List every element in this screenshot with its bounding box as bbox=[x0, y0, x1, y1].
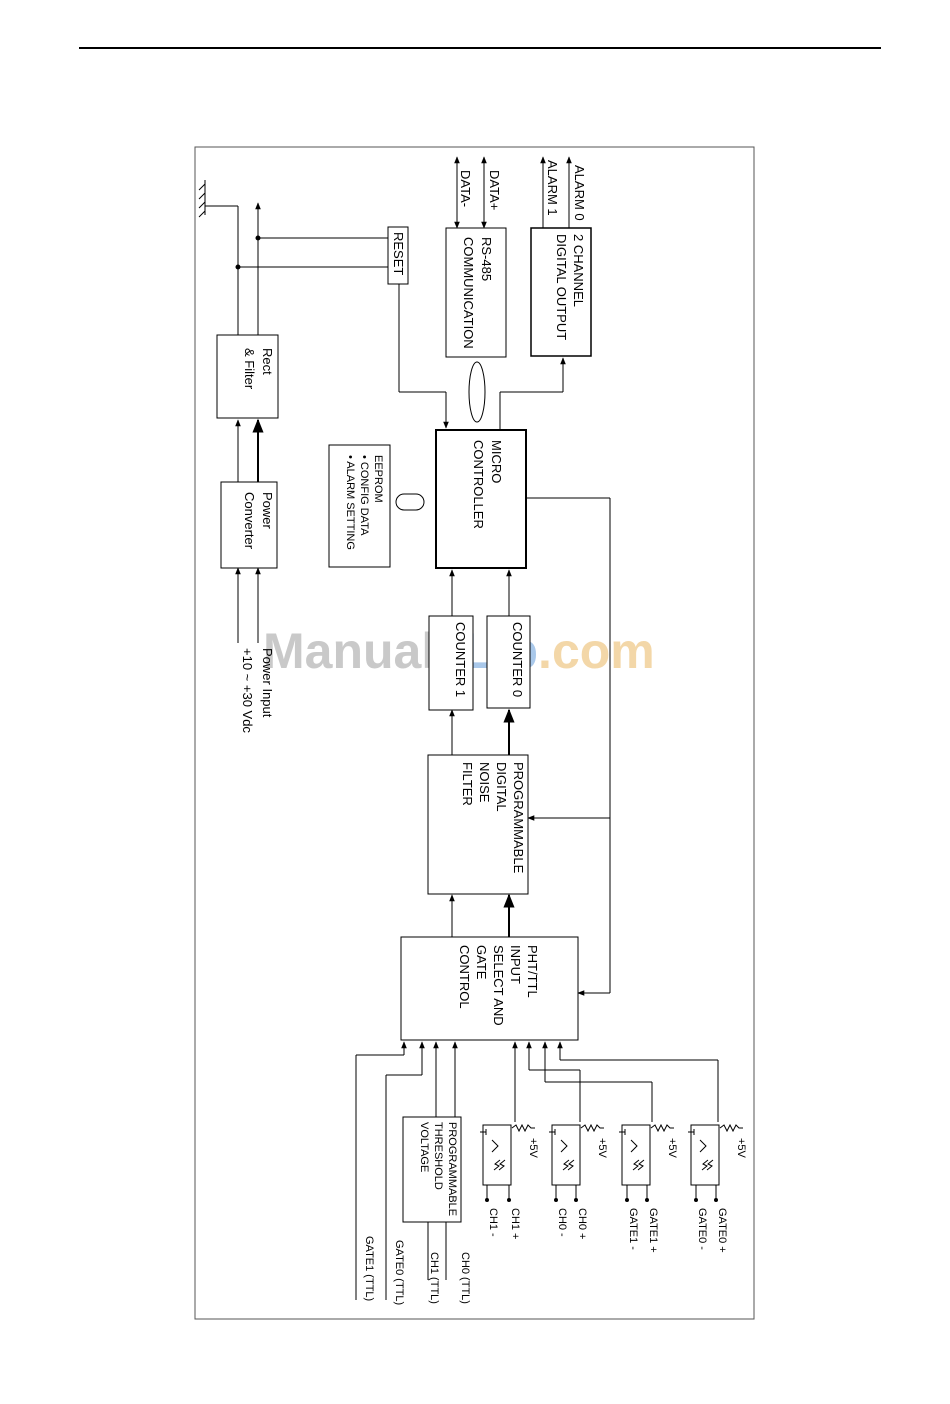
photocoupler-gate1-icon bbox=[619, 1124, 651, 1186]
page-top-rule bbox=[79, 47, 881, 49]
rect-filter-label-2: & Filter bbox=[242, 348, 257, 390]
labels: Rect & Filter Power Converter Power Inpu… bbox=[240, 160, 747, 1305]
power-converter-label-2: Converter bbox=[242, 492, 257, 550]
rect-filter-label-1: Rect bbox=[260, 348, 275, 375]
noise-filter-label-4: FILTER bbox=[460, 762, 475, 806]
ch1-ttl-label: CH1 (TTL) bbox=[428, 1252, 440, 1304]
ch0-plus-label: CH0 + bbox=[576, 1208, 588, 1240]
power-converter-box bbox=[220, 481, 278, 569]
data-plus-label: DATA+ bbox=[487, 170, 502, 210]
digital-output-label-1: 2 CHANNEL bbox=[571, 234, 586, 307]
threshold-label-2: THRESHOLD bbox=[432, 1122, 444, 1190]
power-converter-label-1: Power bbox=[260, 492, 275, 530]
resistor-icon bbox=[719, 1123, 743, 1133]
counter0-box bbox=[486, 615, 531, 709]
noise-filter-box bbox=[427, 754, 529, 895]
reset-box bbox=[387, 226, 409, 285]
resistor-icon bbox=[511, 1123, 535, 1133]
counter0-label: COUNTER 0 bbox=[510, 622, 525, 697]
alarm0-label: ALARM 0 bbox=[572, 165, 587, 221]
pin-dots bbox=[485, 1198, 718, 1202]
counter1-box bbox=[428, 615, 474, 711]
rect-filter-box bbox=[216, 334, 279, 419]
ground-icon bbox=[198, 180, 238, 218]
supply-label: +5V bbox=[596, 1138, 608, 1159]
resistor-icon bbox=[580, 1123, 604, 1133]
digital-output-box bbox=[530, 227, 592, 357]
input-select-label-2: INPUT bbox=[508, 945, 523, 984]
photocoupler-ch1-icon bbox=[480, 1124, 512, 1186]
rs485-label-1: RS-485 bbox=[479, 237, 494, 281]
gate1-minus-label: GATE1 - bbox=[627, 1208, 639, 1250]
gate0-minus-label: GATE0 - bbox=[696, 1208, 708, 1250]
input-select-label-3: SELECT AND bbox=[491, 945, 506, 1026]
threshold-label-3: VOLTAGE bbox=[418, 1122, 430, 1172]
photocoupler-gate0-icon bbox=[688, 1124, 720, 1186]
supply-label: +5V bbox=[666, 1138, 678, 1159]
input-select-label-4: GATE bbox=[474, 945, 489, 980]
gate0-plus-label: GATE0 + bbox=[716, 1208, 728, 1253]
gate1-plus-label: GATE1 + bbox=[647, 1208, 659, 1253]
threshold-box bbox=[402, 1116, 462, 1223]
eeprom-label-1: EEPROM bbox=[372, 455, 384, 503]
photocoupler-ch0-icon bbox=[549, 1124, 581, 1186]
supply-label: +5V bbox=[735, 1138, 747, 1159]
alarm1-label: ALARM 1 bbox=[545, 160, 560, 216]
noise-filter-label-3: NOISE bbox=[477, 762, 492, 803]
noise-filter-label-1: PROGRAMMABLE bbox=[511, 762, 526, 874]
noise-filter-label-2: DIGITAL bbox=[494, 762, 509, 812]
power-input-label: Power Input bbox=[260, 648, 275, 718]
gate0-ttl-label: GATE0 (TTL) bbox=[393, 1240, 405, 1305]
microcontroller-label-1: MICRO bbox=[489, 440, 504, 483]
ch1-minus-label: CH1 - bbox=[487, 1208, 499, 1237]
eeprom-box bbox=[328, 444, 391, 568]
counter1-label: COUNTER 1 bbox=[453, 622, 468, 697]
photocouplers bbox=[480, 1123, 743, 1186]
resistor-icon bbox=[650, 1123, 674, 1133]
wires bbox=[198, 156, 719, 1300]
digital-output-label-2: DIGITAL OUTPUT bbox=[554, 234, 569, 340]
input-select-label-5: CONTROL bbox=[457, 945, 472, 1009]
power-input-range-label: +10 ~ +30 Vdc bbox=[240, 648, 255, 733]
threshold-label-1: PROGRAMMABLE bbox=[446, 1122, 458, 1216]
eeprom-label-3: • ALARM SETTING bbox=[344, 455, 356, 550]
rs485-label-2: COMMUNICATION bbox=[461, 237, 476, 349]
reset-label: RESET bbox=[391, 232, 406, 275]
rs485-box bbox=[445, 227, 507, 358]
data-minus-label: DATA- bbox=[458, 170, 473, 207]
microcontroller-label-2: CONTROLLER bbox=[471, 440, 486, 529]
ch0-minus-label: CH0 - bbox=[556, 1208, 568, 1237]
microcontroller-box bbox=[435, 429, 527, 569]
gate1-ttl-label: GATE1 (TTL) bbox=[363, 1236, 375, 1301]
ch0-ttl-label: CH0 (TTL) bbox=[459, 1252, 471, 1304]
input-select-box bbox=[400, 936, 579, 1041]
input-select-label-1: PHT/TTL bbox=[525, 945, 540, 998]
diagram-frame bbox=[194, 146, 755, 1320]
eeprom-label-2: • CONFIG DATA bbox=[358, 455, 370, 536]
supply-label: +5V bbox=[527, 1138, 539, 1159]
ch1-plus-label: CH1 + bbox=[509, 1208, 521, 1240]
blocks bbox=[216, 226, 592, 1223]
